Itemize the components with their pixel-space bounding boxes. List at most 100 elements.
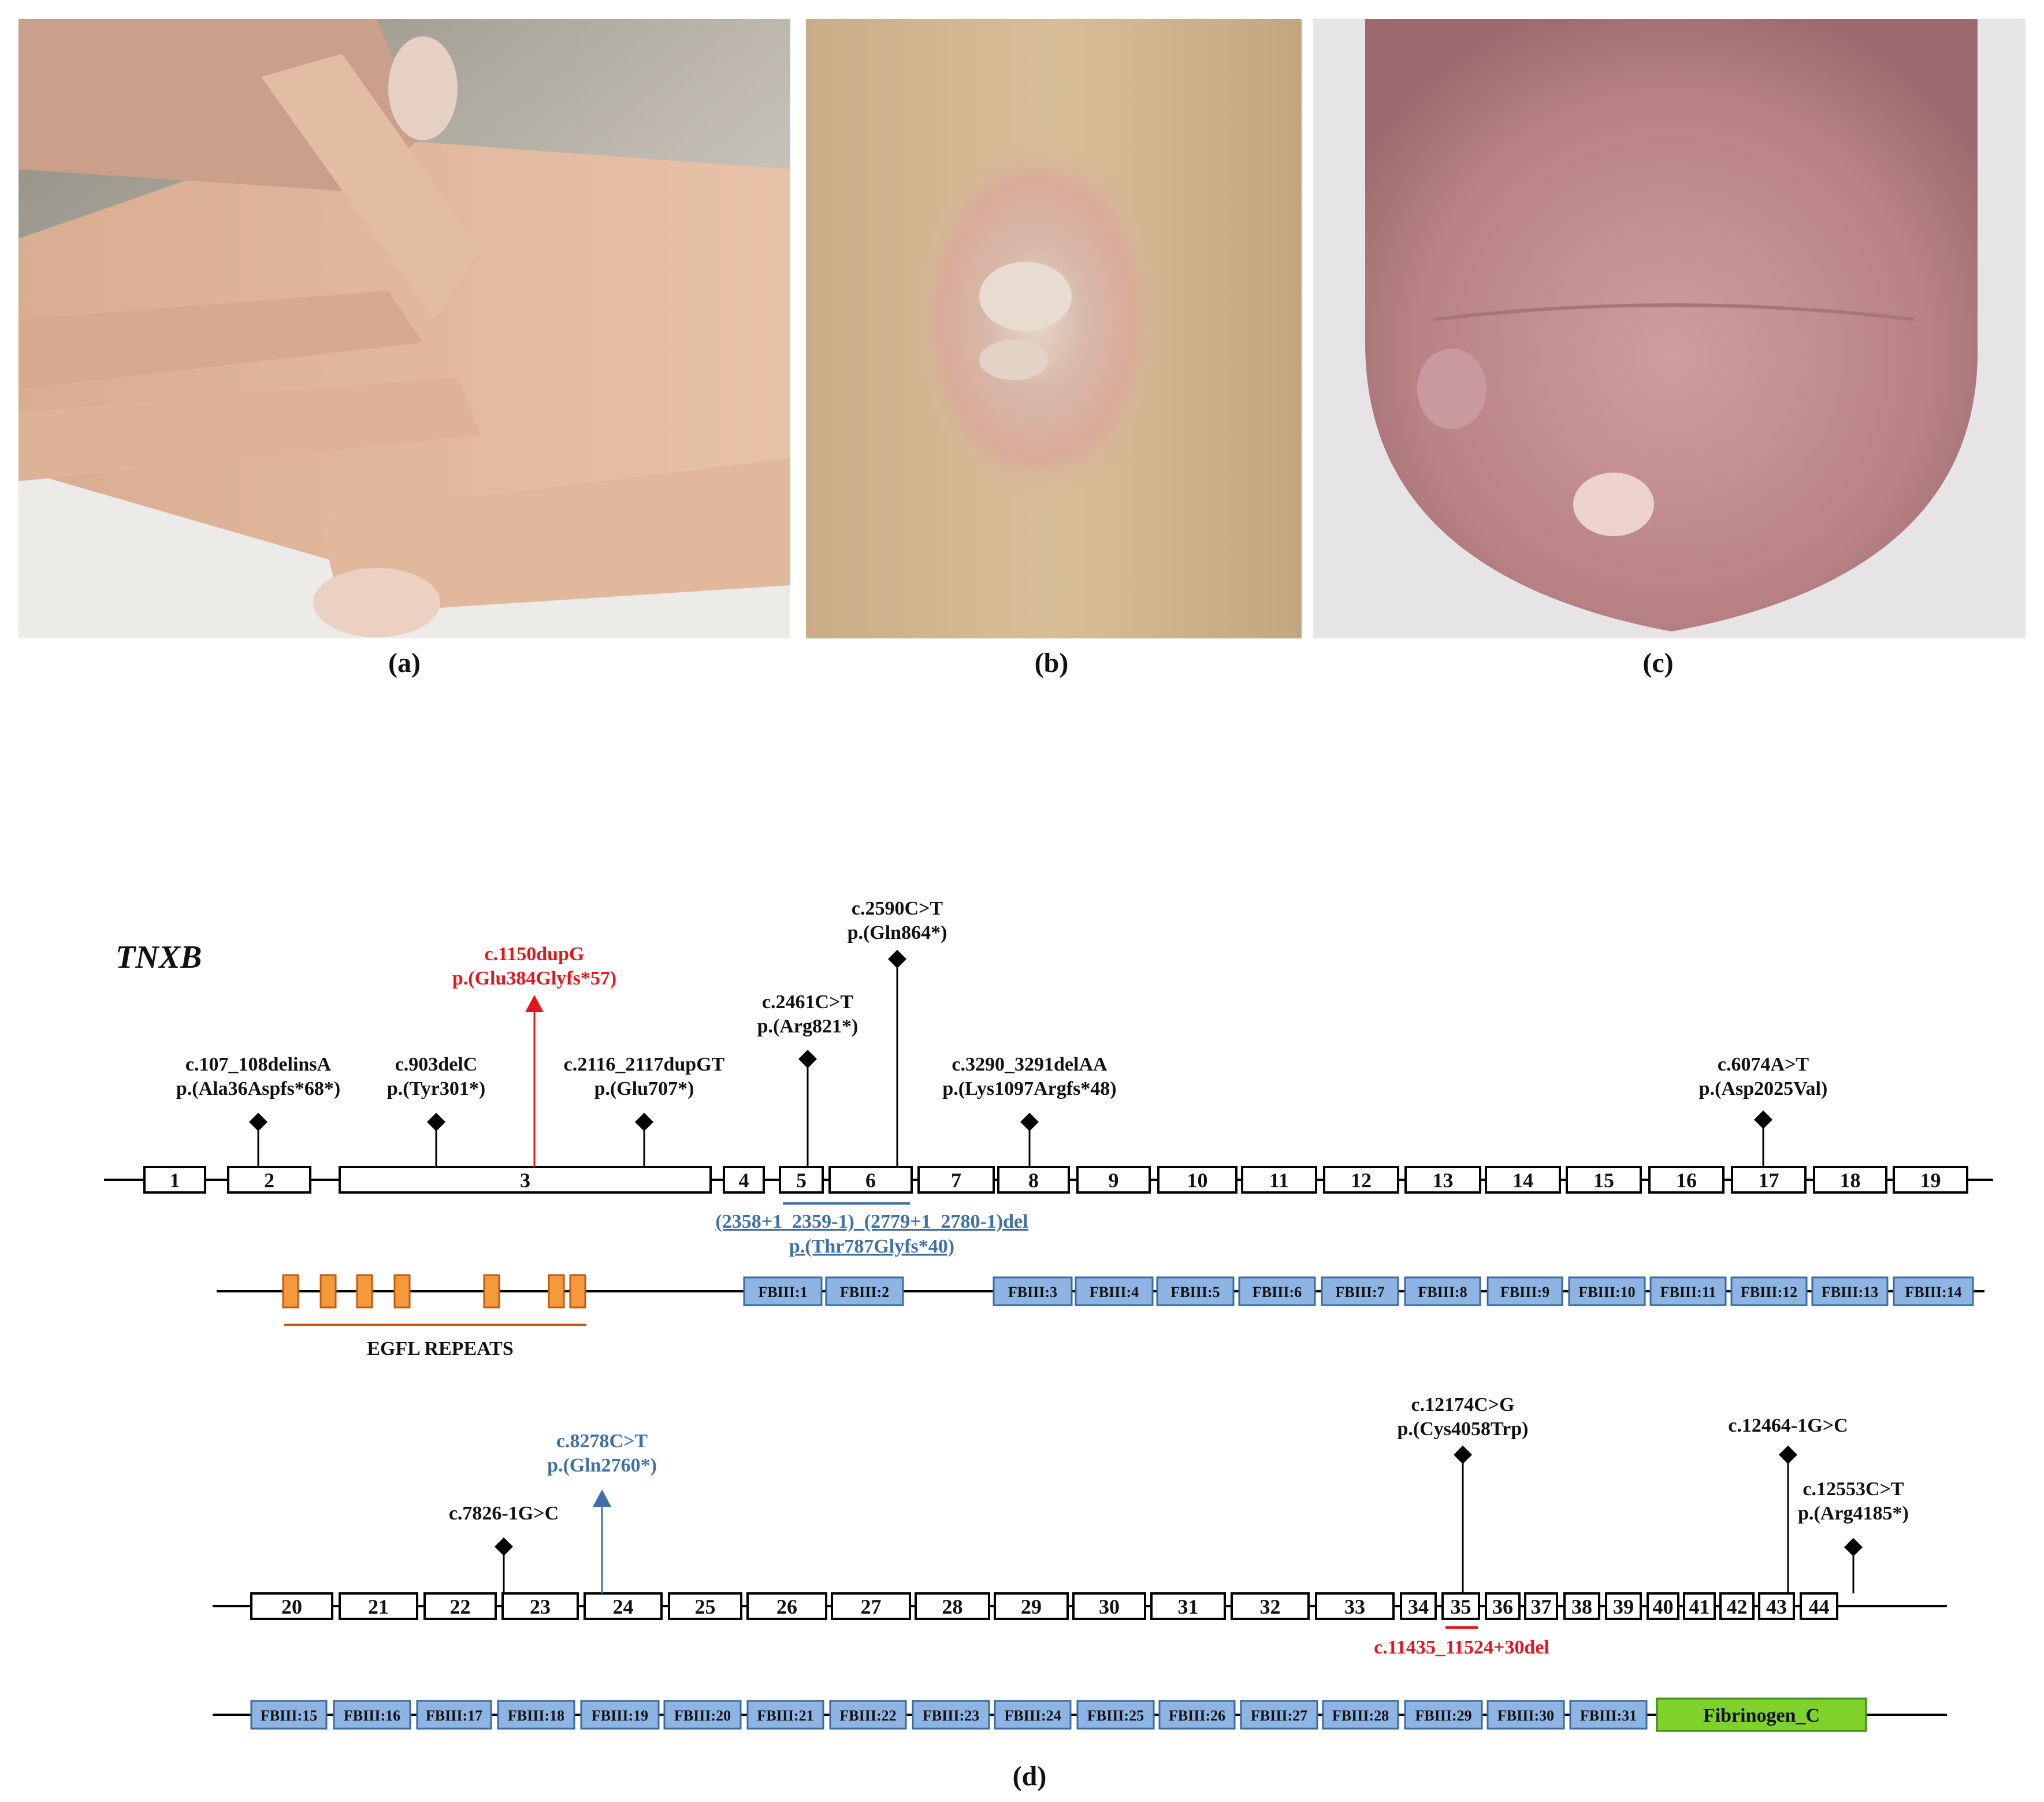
gene-title: TNXB (116, 939, 202, 975)
fbiii-domain (1156, 1276, 1235, 1306)
fbiii-domain (829, 1700, 907, 1730)
domain-label: FBIII:23 (923, 1707, 979, 1724)
fbiii-domain (1568, 1276, 1646, 1306)
variant-label: p.(Tyr301*) (387, 1078, 485, 1099)
fbiii-domain (1486, 1276, 1563, 1306)
egfl-repeat (483, 1274, 500, 1309)
egfl-repeat (319, 1274, 337, 1309)
exon-number: 41 (1689, 1595, 1710, 1618)
caption-d: (d) (1013, 1761, 1047, 1792)
variant-marker (798, 1050, 817, 1068)
exon-number: 9 (1109, 1169, 1119, 1192)
exon-box (1315, 1592, 1395, 1620)
variant-label: c.6074A>T (1718, 1054, 1809, 1075)
heel-illustration (1313, 19, 2026, 638)
variant-label: (2358+1_2359-1)_(2779+1_2780-1)del (715, 1211, 1028, 1232)
egfl-repeat (282, 1274, 299, 1309)
exon-box (915, 1592, 990, 1620)
variant-marker (1754, 1110, 1772, 1129)
fbiii-domain (993, 1276, 1073, 1306)
exon-number: 16 (1676, 1169, 1697, 1192)
exon-box (1400, 1592, 1437, 1620)
exon-box (584, 1592, 663, 1620)
fibrinogen-label: Fibrinogen_C (1703, 1705, 1820, 1726)
variant-arrow (525, 995, 544, 1012)
exon-box (143, 1166, 206, 1194)
exon-box (1758, 1592, 1795, 1620)
exon-number: 5 (796, 1169, 807, 1192)
fbiii-domain (1158, 1700, 1236, 1730)
variant-marker (427, 1113, 445, 1131)
domain-label: FBIII:20 (674, 1707, 731, 1724)
exon-box (1150, 1592, 1226, 1620)
exon-box (1231, 1592, 1310, 1620)
exon-box (1323, 1166, 1399, 1194)
domain-label: FBIII:24 (1004, 1707, 1061, 1724)
variant-label: c.11435_11524+30del (1374, 1637, 1549, 1658)
domain-label: FBIII:31 (1580, 1707, 1637, 1724)
skin-illustration (806, 19, 1302, 638)
variant-arrow (593, 1489, 611, 1507)
exon-box (227, 1166, 311, 1194)
fbiii-domain (912, 1700, 990, 1730)
exon-box (746, 1592, 827, 1620)
exon-box (250, 1592, 333, 1620)
fbiii-domain (1404, 1700, 1483, 1730)
fbiii-domain (994, 1700, 1072, 1730)
fbiii-domain (1075, 1276, 1154, 1306)
egfl-repeat (393, 1274, 411, 1309)
exon-number: 44 (1809, 1595, 1830, 1618)
variant-label: p.(Gln2760*) (547, 1455, 657, 1476)
egfl-repeat (356, 1274, 373, 1309)
domain-label: FBIII:9 (1500, 1284, 1549, 1301)
variant-label: p.(Asp2025Val) (1699, 1078, 1828, 1099)
exon-number: 3 (520, 1169, 530, 1192)
fbiii-domain (1321, 1276, 1399, 1306)
exon-number: 21 (368, 1595, 389, 1618)
egfl-repeat (548, 1274, 565, 1309)
fbiii-domain (1322, 1700, 1399, 1730)
variant-marker (495, 1537, 513, 1556)
fbiii-domain (746, 1700, 824, 1730)
variant-marker (249, 1113, 267, 1131)
variant-label: c.3290_3291delAA (952, 1054, 1108, 1075)
exon-number: 8 (1028, 1169, 1039, 1192)
domain-label: FBIII:1 (758, 1284, 807, 1301)
fbiii-domain (1076, 1700, 1155, 1730)
domain-label: FBIII:27 (1251, 1707, 1307, 1724)
domain-label: FBIII:25 (1087, 1707, 1144, 1724)
exon-number: 36 (1492, 1595, 1513, 1618)
variant-label: p.(Ala36Aspfs*68*) (176, 1078, 340, 1099)
exon-box (1404, 1166, 1481, 1194)
variant-label: p.(Arg4185*) (1798, 1503, 1909, 1524)
exon-box (994, 1592, 1069, 1620)
fbiii-domain (333, 1700, 411, 1730)
exon-box (1813, 1166, 1887, 1194)
exon-box (339, 1592, 418, 1620)
exon-number: 34 (1408, 1595, 1429, 1618)
exon-number: 27 (861, 1595, 882, 1618)
exon-box (339, 1166, 712, 1194)
fbiii-domain (497, 1700, 575, 1730)
exon-number: 12 (1351, 1169, 1372, 1192)
variant-label: p.(Glu707*) (594, 1078, 694, 1099)
variant-marker (1844, 1538, 1863, 1556)
variant-label: p.(Arg821*) (757, 1016, 859, 1037)
hand-illustration (18, 19, 790, 638)
domain-label: FBIII:6 (1253, 1284, 1302, 1301)
variant-marker (635, 1113, 653, 1131)
domain-label: FBIII:8 (1418, 1284, 1467, 1301)
exon-number: 37 (1531, 1595, 1552, 1618)
variant-label: p.(Cys4058Trp) (1398, 1418, 1529, 1440)
variant-label: c.12464-1G>C (1728, 1415, 1848, 1436)
variant-label: c.2116_2117dupGT (564, 1054, 725, 1075)
exon-number: 11 (1269, 1169, 1289, 1192)
domain-label: FBIII:10 (1578, 1284, 1635, 1301)
fbiii-domain (1811, 1276, 1889, 1306)
exon-number: 4 (739, 1169, 749, 1192)
exon-box (1893, 1166, 1968, 1194)
exon-box (423, 1592, 497, 1620)
exon-box (1719, 1592, 1755, 1620)
